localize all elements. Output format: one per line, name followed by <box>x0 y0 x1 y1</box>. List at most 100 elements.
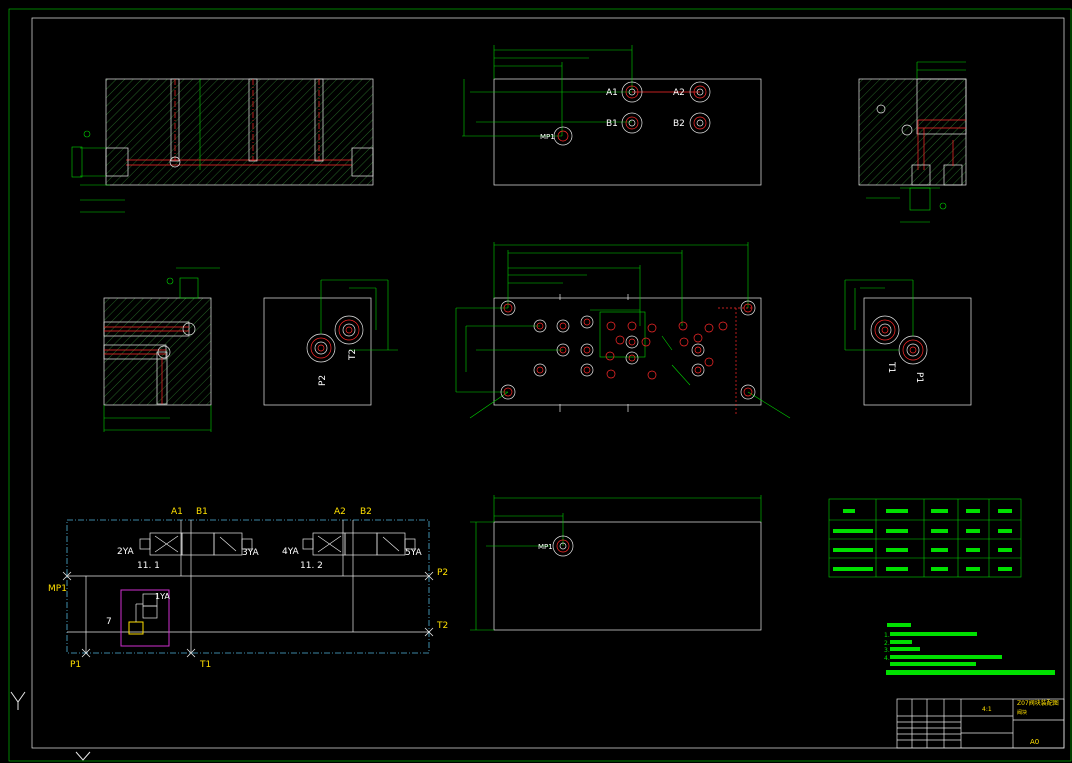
front-view-ports <box>462 45 762 186</box>
main-view-hole-layout <box>455 242 791 419</box>
schematic-label-p1: P1 <box>70 660 81 670</box>
pilot-hole <box>615 335 625 345</box>
valve-label-11-2: 11. 2 <box>300 561 323 571</box>
pilot-hole <box>606 321 616 331</box>
port-hole <box>556 319 570 333</box>
table-cell-fill <box>931 529 948 533</box>
port-hole <box>580 363 594 377</box>
table-cell-fill <box>966 567 980 571</box>
port-hole-bore <box>559 322 567 330</box>
table-cell-fill <box>998 548 1012 552</box>
table-cell-fill <box>886 548 908 552</box>
port-hole-bore <box>628 354 636 362</box>
port-hole-bore <box>559 346 567 354</box>
pilot-hole <box>605 351 615 361</box>
table-cell-fill <box>931 509 948 513</box>
title-block-scale: 4:1 <box>982 706 992 713</box>
outer-border <box>8 8 1072 762</box>
mounting-hole-bore <box>743 387 753 397</box>
schematic-label-a2: A2 <box>334 507 346 517</box>
section-view-top-left <box>71 78 374 213</box>
table-cell-fill <box>998 509 1012 513</box>
port-hole <box>625 351 639 365</box>
table-cell-fill <box>931 567 948 571</box>
pilot-hole <box>678 321 688 331</box>
port-label-b2: B2 <box>673 119 685 129</box>
side-view-left <box>263 279 398 406</box>
table-cell-fill <box>886 567 908 571</box>
pilot-hole <box>693 333 703 343</box>
port-hole-bore <box>583 366 591 374</box>
valve-label-7: 7 <box>106 617 112 627</box>
table-cell-fill <box>843 509 855 513</box>
mounting-hole <box>740 384 756 400</box>
mounting-hole <box>740 300 756 316</box>
section-view-top-right <box>858 61 967 223</box>
port-label-a1: A1 <box>606 88 618 98</box>
port-label-b1: B1 <box>606 119 618 129</box>
mounting-hole-bore <box>503 303 513 313</box>
parts-table-cells <box>833 509 1012 571</box>
port-label-p1: P1 <box>914 372 924 383</box>
solenoid-label-2ya: 2YA <box>117 547 135 557</box>
mounting-hole-bore <box>503 387 513 397</box>
pilot-hole <box>627 321 637 331</box>
port-hole <box>580 315 594 329</box>
title-block <box>896 698 1065 749</box>
note-number-3: 3. <box>884 647 890 654</box>
title-block-sheet: A0 <box>1030 738 1039 746</box>
port-label-t2: T2 <box>348 349 358 361</box>
pilot-hole <box>704 323 714 333</box>
port-hole-bore <box>694 346 702 354</box>
ucs-axis-icon <box>10 691 91 761</box>
port-hole <box>691 363 705 377</box>
parts-table <box>828 498 1022 578</box>
note-number-1: 1. <box>884 632 890 639</box>
technical-notes <box>886 623 1055 675</box>
table-cell-fill <box>966 548 980 552</box>
pilot-hole <box>606 369 616 379</box>
port-hole <box>533 319 547 333</box>
table-cell-fill <box>833 529 873 533</box>
table-cell-fill <box>886 529 908 533</box>
pilot-hole <box>647 323 657 333</box>
schematic-port-marks <box>62 571 434 658</box>
schematic-label-a1: A1 <box>171 507 183 517</box>
solenoid-label-5ya: 5YA <box>405 548 423 558</box>
side-view-right <box>844 279 972 406</box>
mounting-hole <box>500 384 516 400</box>
bottom-view <box>470 495 762 631</box>
schematic-label-t2: T2 <box>436 621 448 631</box>
schematic-label-t1: T1 <box>199 660 211 670</box>
pilot-hole <box>679 337 689 347</box>
port-hole-bore <box>694 366 702 374</box>
solenoid-label-3ya: 3YA <box>242 548 260 558</box>
title-block-subtitle: 阀块 <box>1017 709 1027 716</box>
schematic-label-mp1: MP1 <box>48 584 67 594</box>
port-hole-bore <box>536 366 544 374</box>
table-cell-fill <box>931 548 948 552</box>
title-block-title: Z07阀块装配图 <box>1017 699 1059 707</box>
main-view-holes <box>500 300 756 400</box>
note-number-4: 4. <box>884 655 890 662</box>
port-label-a2: A2 <box>673 88 685 98</box>
port-hole-bore <box>583 318 591 326</box>
port-hole-bore <box>583 346 591 354</box>
port-hole <box>556 343 570 357</box>
port-label-p2: P2 <box>318 375 328 386</box>
port-hole-bore <box>536 322 544 330</box>
pilot-hole <box>718 321 728 331</box>
table-cell-fill <box>998 567 1012 571</box>
port-hole <box>625 335 639 349</box>
solenoid-label-1ya: 1YA <box>155 592 170 601</box>
port-label-t1: T1 <box>886 361 896 373</box>
note-number-2: 2. <box>884 640 890 647</box>
mounting-hole <box>500 300 516 316</box>
table-cell-fill <box>886 509 908 513</box>
schematic-label-p2: P2 <box>437 568 448 578</box>
table-cell-fill <box>998 529 1012 533</box>
table-cell-fill <box>966 529 980 533</box>
solenoid-label-4ya: 4YA <box>282 547 300 557</box>
hydraulic-schematic <box>66 519 430 654</box>
